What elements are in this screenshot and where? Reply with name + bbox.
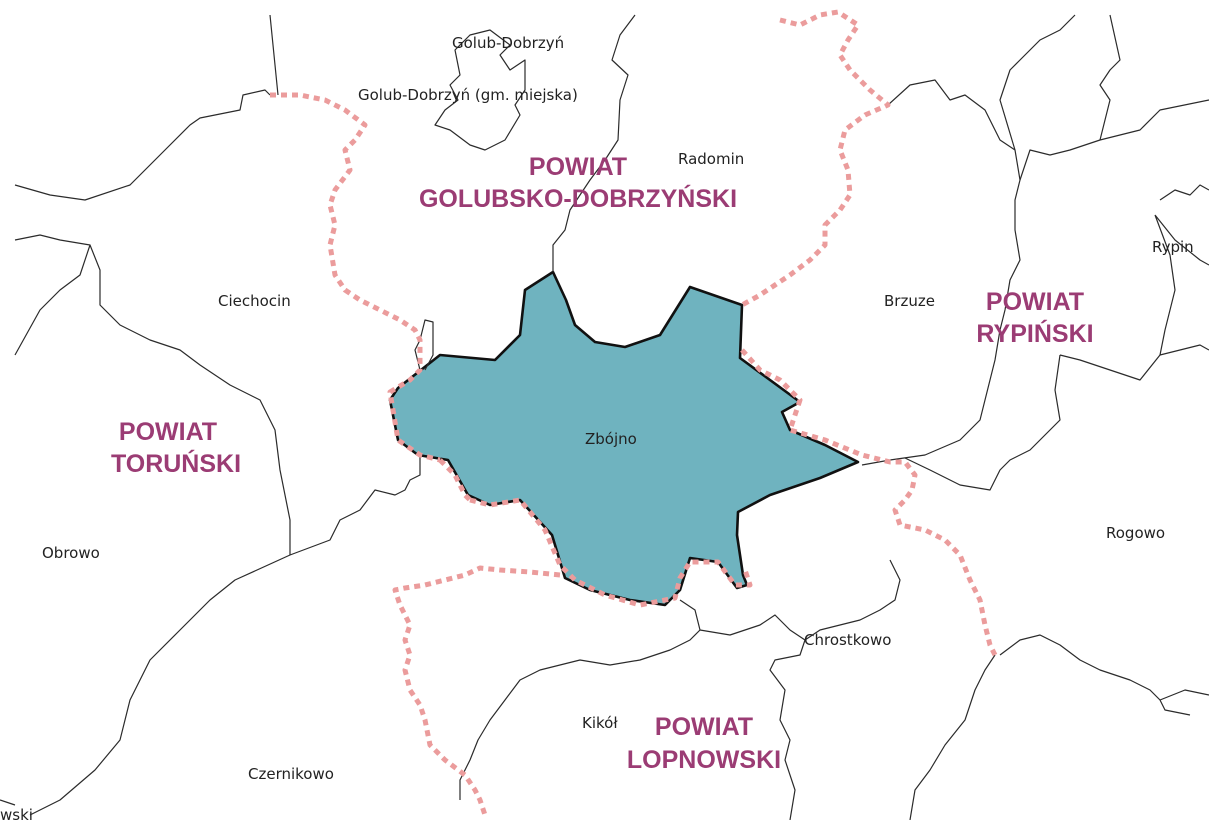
- gmina-border-chrostkowo: [804, 559, 901, 641]
- gmina-border-west-mid: [14, 234, 421, 556]
- zbojno-gmina-area[interactable]: [388, 270, 860, 607]
- county-border-golubsko-west: [270, 92, 441, 463]
- county-borders: [270, 9, 998, 816]
- county-labels: POWIAT GOLUBSKO-DOBRZYŃSKI POWIAT RYPIŃS…: [111, 153, 1094, 774]
- gmina-border-kikol: [459, 629, 701, 800]
- county-label-torunski-line1: POWIAT: [119, 418, 217, 446]
- county-label-rypinski-line1: POWIAT: [986, 288, 1084, 316]
- gmina-border-east-upper: [861, 79, 1021, 466]
- gmina-border-north-center: [552, 14, 636, 272]
- gmina-label-radomin: Radomin: [678, 150, 744, 168]
- gmina-border-southwest: [0, 554, 291, 816]
- gmina-label-rogowo: Rogowo: [1106, 524, 1165, 542]
- gmina-label-chrostkowo: Chrostkowo: [804, 631, 891, 649]
- gmina-border-rypin: [999, 14, 1209, 356]
- county-border-golubsko-north-east: [740, 9, 891, 308]
- gmina-label-edge-fragment: wski: [0, 806, 33, 820]
- county-label-rypinski-line2: RYPIŃSKI: [976, 319, 1093, 348]
- gmina-border-golub: [434, 29, 526, 151]
- county-label-golubsko-line2: GOLUBSKO-DOBRZYŃSKI: [419, 184, 737, 213]
- gmina-border-west-top: [14, 14, 279, 201]
- gmina-label-czernikowo: Czernikowo: [248, 765, 334, 783]
- gmina-border-brzuze: [904, 354, 1161, 491]
- county-label-lipnowski-line1: POWIAT: [655, 713, 753, 741]
- gmina-label-golub-dobrzyn-city: Golub-Dobrzyń (gm. miejska): [358, 86, 578, 104]
- gmina-label-zbojno[interactable]: Zbójno: [585, 430, 637, 448]
- gmina-label-brzuze: Brzuze: [884, 292, 935, 310]
- county-label-torunski-line2: TORUŃSKI: [111, 449, 241, 478]
- county-border-torunski: [438, 458, 472, 502]
- gmina-border-ciechocin: [414, 319, 434, 371]
- gmina-label-rypin: Rypin: [1152, 238, 1194, 256]
- gmina-labels: Golub-Dobrzyń Golub-Dobrzyń (gm. miejska…: [0, 34, 1194, 820]
- gmina-label-obrowo: Obrowo: [42, 544, 100, 562]
- gmina-label-ciechocin: Ciechocin: [218, 292, 291, 310]
- gmina-border-southeast: [909, 634, 1209, 820]
- gmina-label-kikol: Kikół: [582, 714, 618, 732]
- county-border-lipnowski: [392, 497, 753, 816]
- county-border-rypinski-south: [740, 348, 998, 657]
- gmina-border-south-center: [679, 599, 806, 820]
- county-label-golubsko-line1: POWIAT: [529, 153, 627, 181]
- gmina-label-golub-dobrzyn: Golub-Dobrzyń: [452, 34, 564, 52]
- gmina-borders: [0, 14, 1209, 820]
- county-label-lipnowski-line2: LOPNOWSKI: [627, 746, 781, 774]
